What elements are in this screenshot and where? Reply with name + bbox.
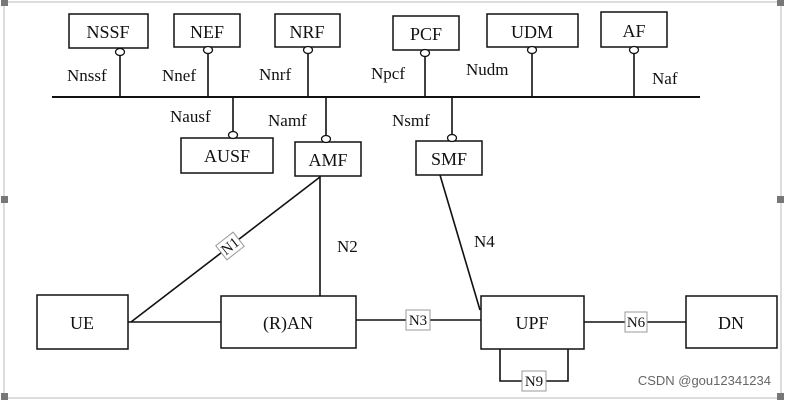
pcf-port [419, 48, 431, 58]
nrf-label: NRF [289, 22, 324, 42]
smf-label: SMF [431, 149, 467, 169]
ran-box [220, 295, 357, 349]
af-box [600, 11, 668, 48]
naf-label: Naf [652, 69, 678, 88]
resize-handle-top-left[interactable] [1, 0, 8, 6]
resize-handle-bottom-right[interactable] [777, 393, 784, 400]
resize-handle-top-right[interactable] [777, 0, 784, 6]
n2-label: N2 [337, 237, 358, 256]
watermark-text: CSDN @gou12341234 [638, 373, 771, 388]
n9-label: N9 [525, 374, 543, 390]
namf-label: Namf [268, 111, 307, 130]
smf-port [446, 133, 458, 143]
resize-handle-bottom-left[interactable] [1, 393, 8, 400]
ausf-port [227, 130, 239, 140]
dn-label: DN [718, 313, 744, 333]
n6-label: N6 [627, 315, 646, 331]
resize-handle-right[interactable] [777, 196, 784, 203]
npcf-label: Npcf [371, 64, 405, 83]
nsmf-label: Nsmf [392, 111, 430, 130]
nssf-box [68, 13, 149, 49]
nnef-label: Nnef [162, 66, 196, 85]
n4-label: N4 [474, 232, 495, 251]
udm-label: UDM [511, 22, 553, 42]
upf-label: UPF [515, 313, 548, 333]
nef-label: NEF [190, 22, 224, 42]
udm-box [486, 13, 579, 48]
n1-tag-box [215, 231, 245, 261]
upf-box [480, 295, 585, 350]
n6-tag-box [624, 311, 648, 333]
nnrf-label: Nnrf [259, 65, 291, 84]
amf-port [320, 134, 332, 144]
af-port [628, 45, 640, 55]
ue-label: UE [70, 313, 94, 333]
nnssf-label: Nnssf [67, 66, 107, 85]
nef-port [202, 45, 214, 55]
ausf-label: AUSF [204, 146, 250, 166]
nssf-label: NSSF [86, 22, 129, 42]
nrf-port [302, 45, 314, 55]
udm-port [526, 45, 538, 55]
resize-handle-left[interactable] [1, 196, 8, 203]
nausf-label: Nausf [170, 107, 211, 126]
nef-box [173, 13, 241, 48]
nssf-port [114, 47, 126, 57]
amf-box [294, 141, 362, 177]
af-label: AF [622, 21, 645, 41]
n4-line [439, 174, 481, 311]
ue-box [36, 294, 129, 350]
pcf-box [392, 15, 460, 51]
n1-tag: N1 [215, 231, 245, 261]
nudm-label: Nudm [466, 60, 509, 79]
dn-box [685, 295, 778, 349]
ran-label: (R)AN [263, 313, 313, 334]
pcf-label: PCF [410, 24, 442, 44]
smf-box [415, 140, 483, 176]
n3-tag-box [405, 309, 431, 331]
amf-label: AMF [308, 150, 347, 170]
n3-label: N3 [409, 313, 427, 329]
ausf-box [180, 137, 274, 174]
n9-tag-box [521, 370, 547, 392]
